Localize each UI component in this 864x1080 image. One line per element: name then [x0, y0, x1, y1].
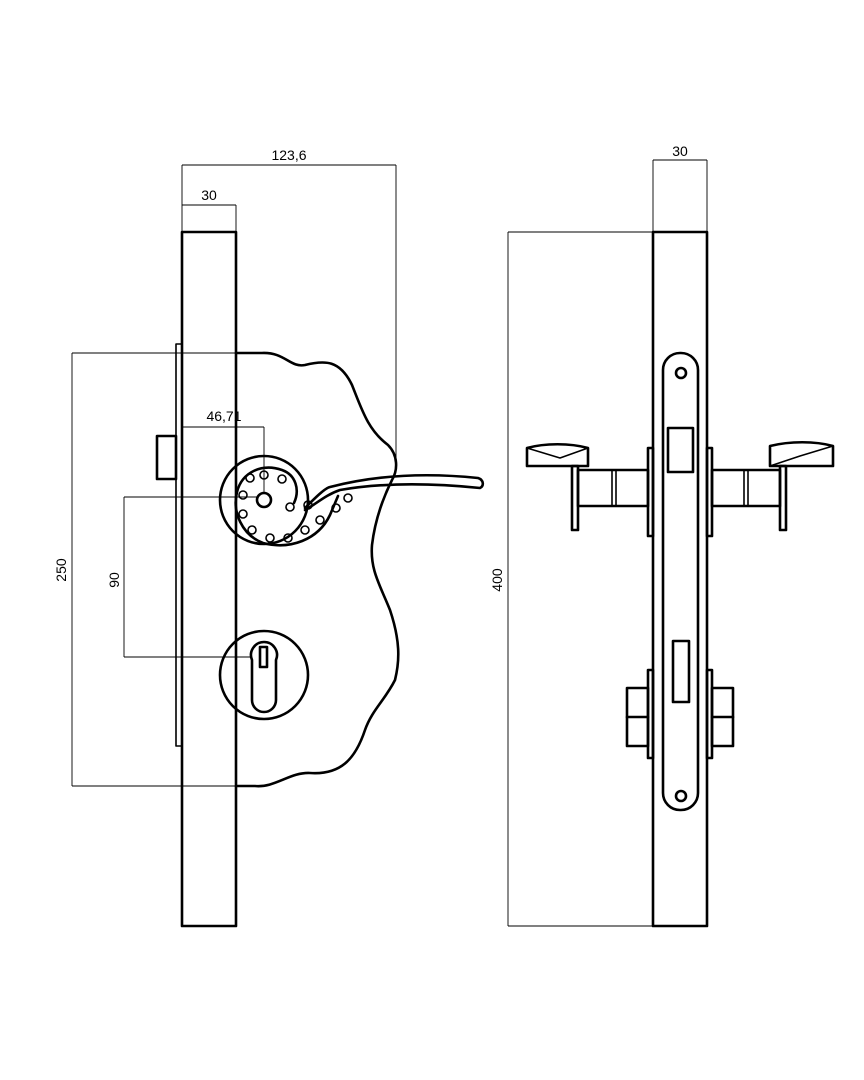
- latch-bolt: [155, 434, 178, 481]
- faceplate-screw-bottom: [674, 789, 688, 803]
- dimension-overall-height: 400: [489, 231, 653, 927]
- lever-handle-left-side: [525, 442, 655, 538]
- cylinder-keyhole: [249, 640, 279, 714]
- dimension-label-overall-height: 400: [489, 568, 505, 592]
- dimension-backset: 46,71: [182, 408, 265, 493]
- latch-opening: [666, 426, 695, 474]
- handle-knurl-dots: [238, 470, 353, 543]
- key-rosette: [218, 629, 310, 721]
- dimension-side-bar-width: 30: [652, 143, 708, 232]
- dimension-label-side-bar-width: 30: [672, 143, 688, 159]
- front-backplate: [175, 343, 183, 747]
- faceplate: [661, 351, 700, 812]
- dimension-label-front-bar-width: 30: [201, 187, 217, 203]
- dimension-label-overall-width: 123,6: [271, 147, 306, 163]
- dimension-overall-width: 123,6: [181, 147, 397, 470]
- dimension-label-center-distance: 90: [106, 572, 122, 588]
- spindle-hole: [255, 491, 273, 509]
- lever-handle-right-side: [705, 440, 835, 538]
- dimension-label-backset: 46,71: [206, 408, 241, 424]
- front-forend-bar: [180, 230, 238, 928]
- faceplate-screw-top: [674, 366, 688, 380]
- dimension-plate-height: 250: [53, 352, 236, 787]
- cylinder-side: [625, 668, 735, 760]
- cylinder-slot: [258, 645, 269, 669]
- dimension-center-distance: 90: [106, 496, 257, 658]
- handle-spiral: [234, 466, 340, 547]
- side-view: 30 400: [489, 143, 835, 928]
- deadbolt-opening: [671, 639, 691, 704]
- lever-handle: [303, 473, 485, 512]
- dimension-label-plate-height: 250: [53, 558, 69, 582]
- front-view: 123,6 30 46,71 90 250: [53, 147, 485, 928]
- dimension-front-bar-width: 30: [182, 187, 237, 232]
- side-forend-bar: [651, 230, 709, 928]
- lock-case-breakout-outline: [234, 351, 400, 788]
